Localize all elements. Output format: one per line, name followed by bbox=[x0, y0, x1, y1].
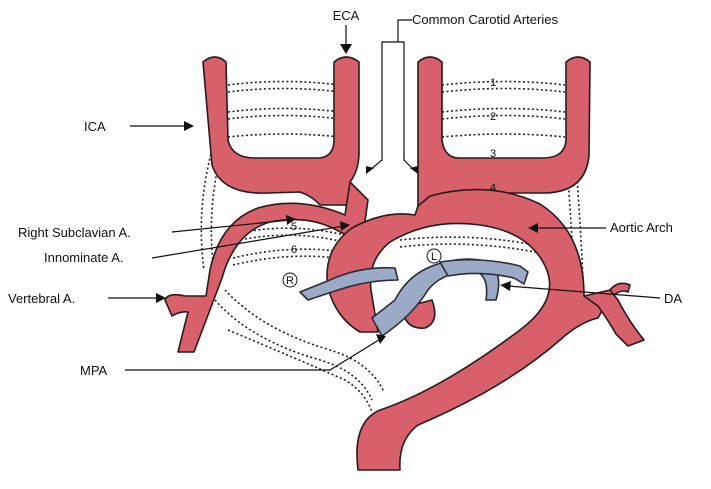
arch-number-3: 3 bbox=[490, 148, 496, 160]
da-label: DA bbox=[664, 291, 682, 306]
right-subclavian-label: Right Subclavian A. bbox=[18, 225, 131, 240]
mpa-label: MPA bbox=[80, 363, 108, 378]
right-carotid-trident bbox=[203, 57, 359, 205]
common-carotid-label: Common Carotid Arteries bbox=[412, 12, 558, 27]
vertebral-arrowhead bbox=[156, 293, 166, 303]
aortic-arch-label: Aortic Arch bbox=[610, 220, 673, 235]
arch-2-outline bbox=[228, 109, 340, 120]
common-carotid-leader bbox=[370, 20, 414, 170]
left-side-marker: L bbox=[431, 251, 437, 263]
arch-number-5: 5 bbox=[291, 221, 297, 233]
left-carotid-trident bbox=[418, 57, 590, 206]
arch-1-outline-right bbox=[442, 82, 565, 93]
arch-2-outline-right bbox=[442, 109, 565, 120]
eca-arrowhead bbox=[340, 44, 352, 54]
arch-1-outline bbox=[228, 82, 340, 93]
mpa-arrowhead bbox=[376, 334, 386, 344]
arch-l-outline bbox=[400, 237, 540, 253]
vertebral-label: Vertebral A. bbox=[8, 291, 75, 306]
aortic-arch bbox=[327, 190, 630, 470]
arch-number-1: 1 bbox=[490, 77, 496, 89]
ica-arrowhead bbox=[184, 121, 194, 131]
arch-number-6: 6 bbox=[291, 244, 297, 256]
arch-number-2: 2 bbox=[490, 111, 496, 123]
right-side-marker: R bbox=[286, 275, 294, 287]
da-arrowhead bbox=[500, 281, 511, 291]
eca-label: ECA bbox=[333, 8, 360, 23]
arch-number-4: 4 bbox=[490, 182, 496, 194]
arch-3-outline-right bbox=[442, 134, 565, 137]
arch-3-outline bbox=[228, 134, 340, 137]
ica-label: ICA bbox=[84, 119, 106, 134]
innominate-label: Innominate A. bbox=[44, 250, 124, 265]
right-lower-dorsal-outline bbox=[228, 330, 372, 412]
